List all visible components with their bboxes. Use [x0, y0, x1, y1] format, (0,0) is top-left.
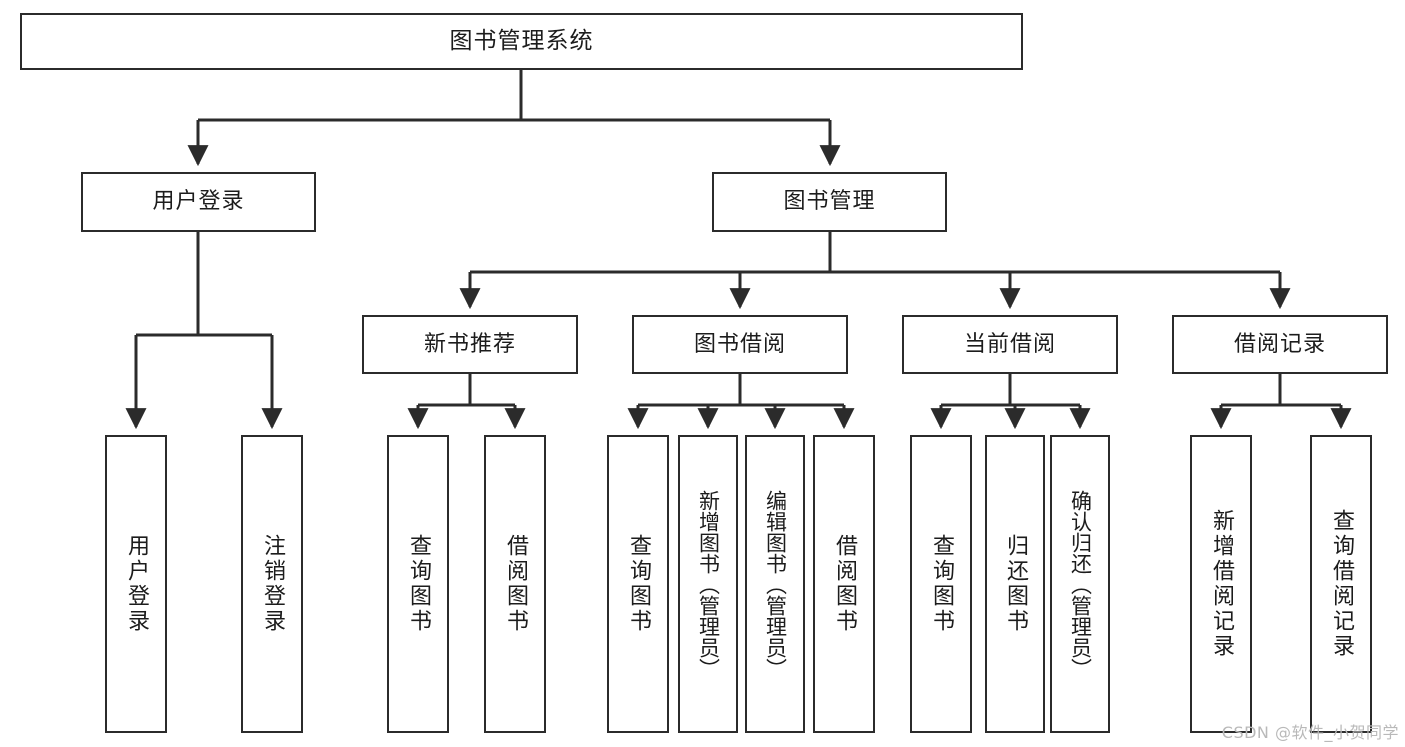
leaf-edit-book-admin[interactable]: 编辑图书（管理员）	[745, 435, 805, 733]
leaf-query-book-borrow[interactable]: 查询图书	[607, 435, 669, 733]
leaf-return-book[interactable]: 归还图书	[985, 435, 1045, 733]
node-root-system[interactable]: 图书管理系统	[20, 13, 1023, 70]
leaf-borrow-book[interactable]: 借阅图书	[813, 435, 875, 733]
leaf-user-logout[interactable]: 注销登录	[241, 435, 303, 733]
leaf-query-book-current[interactable]: 查询图书	[910, 435, 972, 733]
node-book-borrow[interactable]: 图书借阅	[632, 315, 848, 374]
node-book-management[interactable]: 图书管理	[712, 172, 947, 232]
leaf-query-book-recommend[interactable]: 查询图书	[387, 435, 449, 733]
node-current-borrow[interactable]: 当前借阅	[902, 315, 1118, 374]
node-user-login[interactable]: 用户登录	[81, 172, 316, 232]
leaf-borrow-book-recommend[interactable]: 借阅图书	[484, 435, 546, 733]
leaf-add-borrow-record[interactable]: 新增借阅记录	[1190, 435, 1252, 733]
leaf-confirm-return-admin[interactable]: 确认归还（管理员）	[1050, 435, 1110, 733]
leaf-user-login[interactable]: 用户登录	[105, 435, 167, 733]
node-borrow-record[interactable]: 借阅记录	[1172, 315, 1388, 374]
leaf-add-book-admin[interactable]: 新增图书（管理员）	[678, 435, 738, 733]
node-new-book-recommend[interactable]: 新书推荐	[362, 315, 578, 374]
leaf-query-borrow-record[interactable]: 查询借阅记录	[1310, 435, 1372, 733]
